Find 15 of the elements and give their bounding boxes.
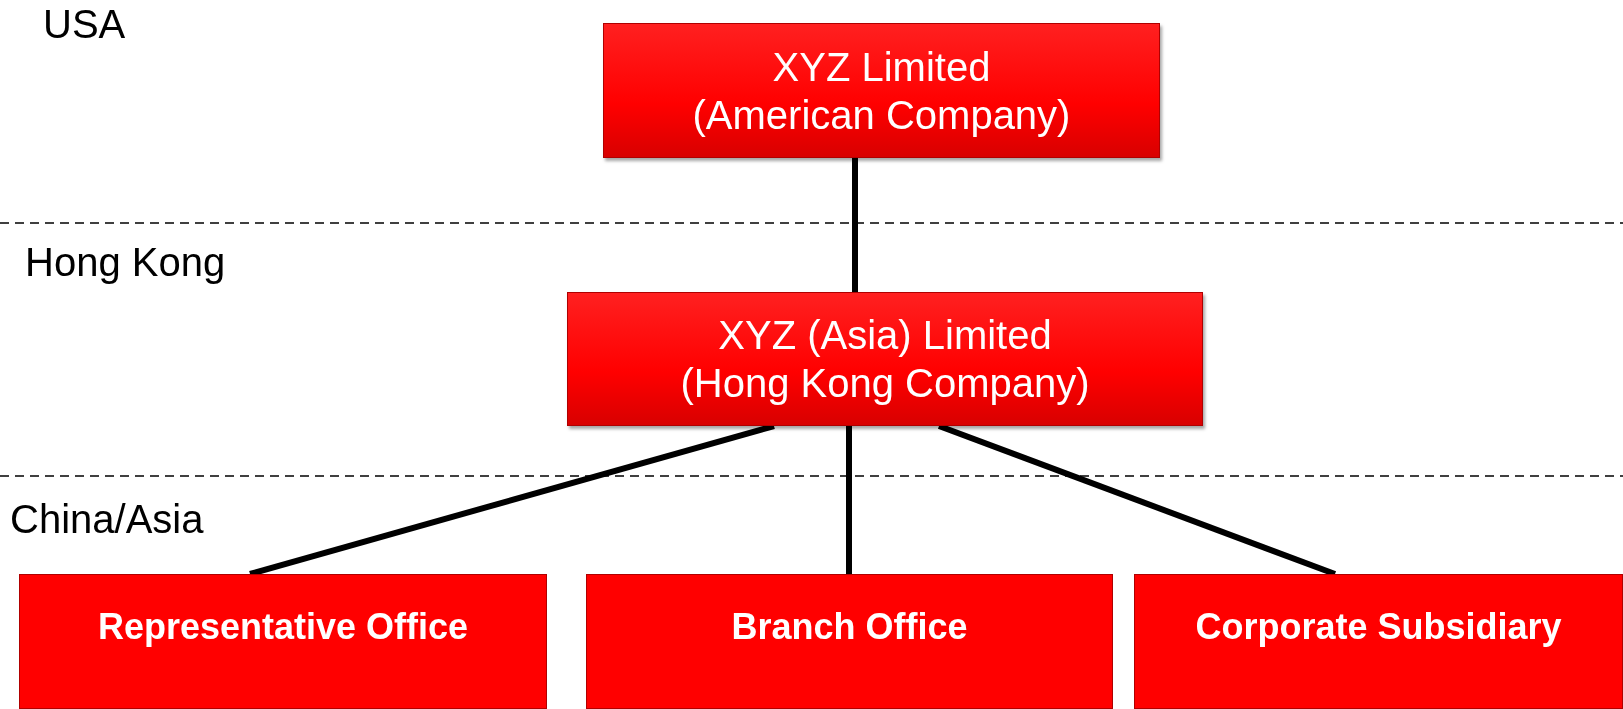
region-label: Hong Kong: [25, 240, 226, 285]
org-box: [19, 574, 547, 709]
node-label: Corporate Subsidiary: [1195, 604, 1562, 649]
org-box: [1134, 574, 1623, 709]
node-label: Branch Office: [731, 604, 968, 649]
org-box: [567, 292, 1203, 426]
connector-line: [846, 426, 852, 574]
connector-line: [852, 158, 858, 292]
node-label: XYZ Limited (American Company): [691, 43, 1072, 139]
node-label: Representative Office: [97, 604, 469, 649]
region-label: China/Asia: [10, 497, 204, 542]
org-box: [603, 23, 1160, 158]
node-label: XYZ (Asia) Limited (Hong Kong Company): [679, 312, 1091, 407]
org-box: [586, 574, 1113, 709]
region-label: USA: [43, 2, 126, 47]
